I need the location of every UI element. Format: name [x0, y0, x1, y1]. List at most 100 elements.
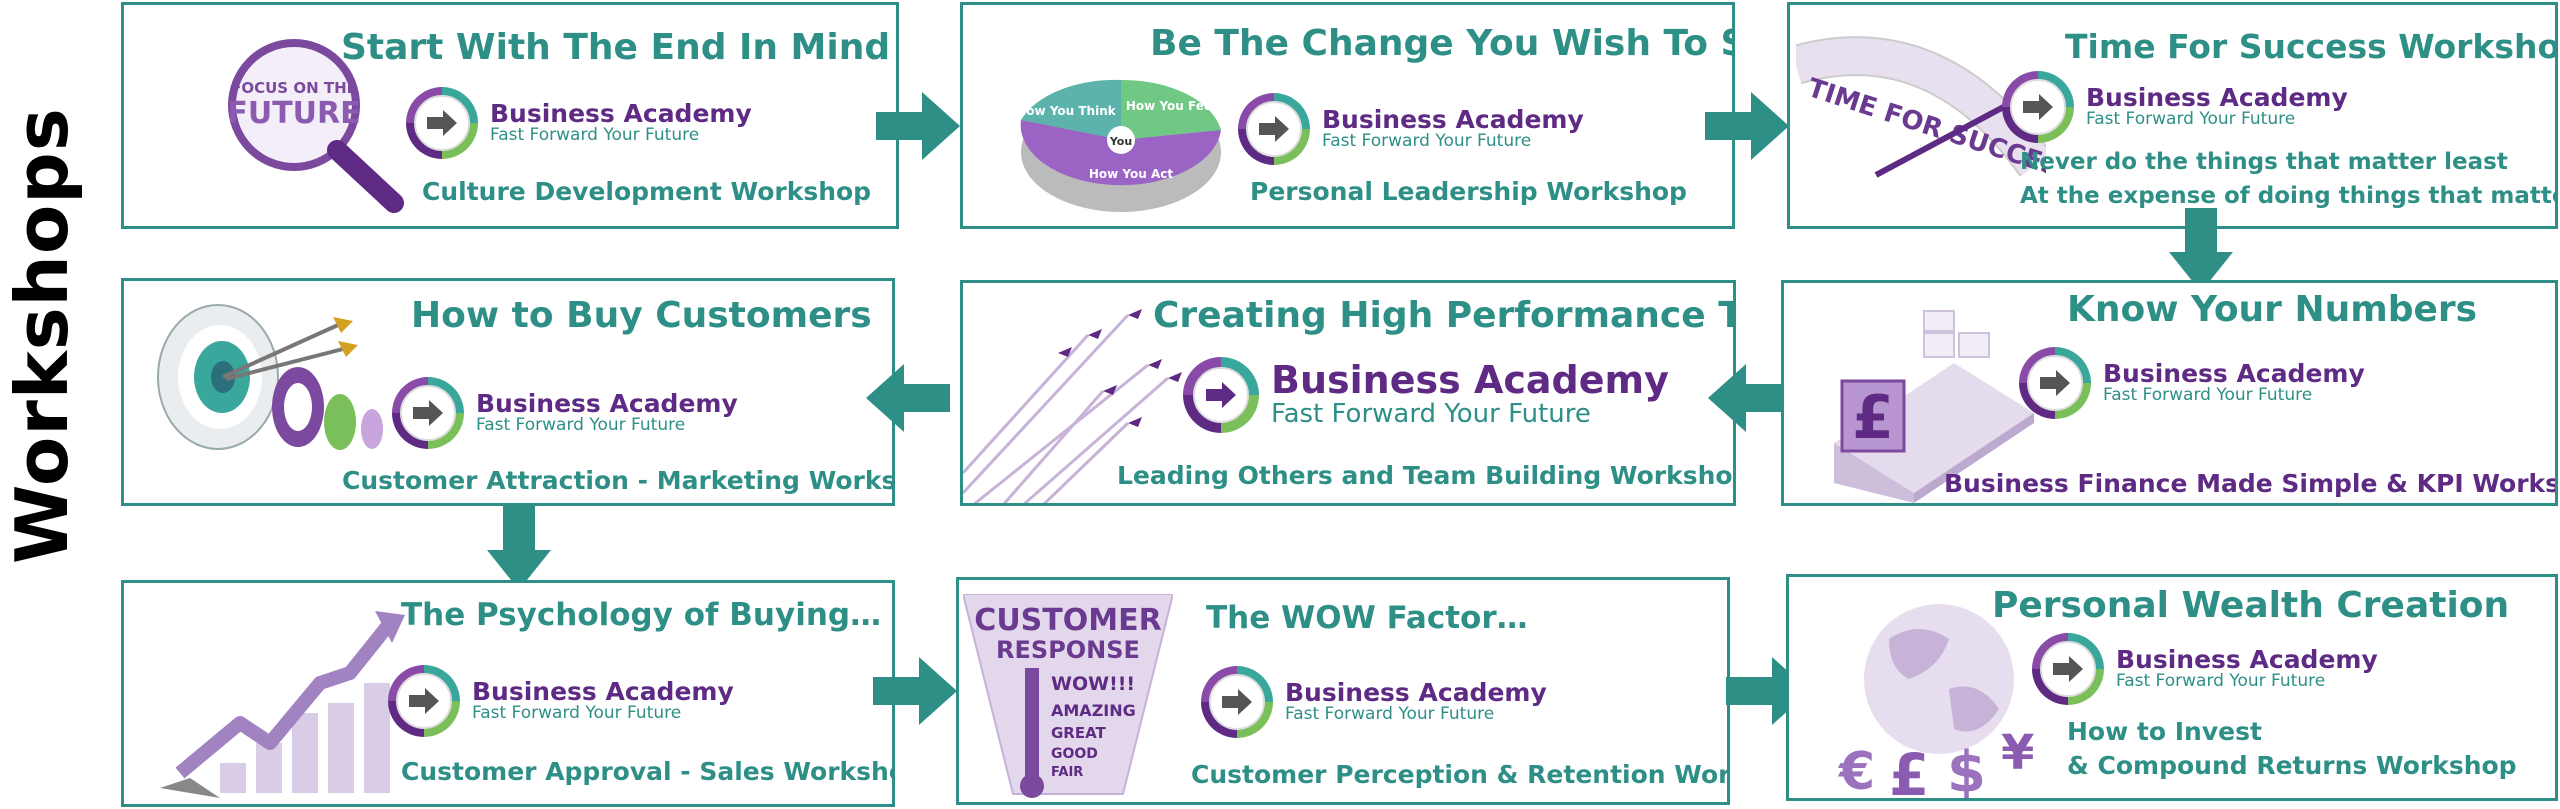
arrow-right-icon	[1206, 382, 1236, 408]
business-academy-logo: Business Academy Fast Forward Your Futur…	[388, 665, 734, 737]
brand-tagline: Fast Forward Your Future	[2116, 671, 2326, 692]
logo-ring	[1201, 666, 1273, 738]
response-title-2: RESPONSE	[996, 636, 1140, 664]
response-amazing: AMAZING	[1051, 701, 1136, 720]
workshop-card-end-in-mind[interactable]: FOCUS ON THE FUTURE Start With The End I…	[121, 2, 899, 229]
workshop-title: Start With The End In Mind	[341, 27, 891, 68]
brand-name: Business Academy	[472, 676, 734, 706]
workshop-subtitle-line-1: Never do the things that matter least	[2020, 149, 2508, 175]
workshop-subtitle-line-2: & Compound Returns Workshop	[2067, 751, 2517, 780]
flow-arrow-left-1	[866, 364, 950, 432]
flow-arrow-right-3	[873, 657, 957, 725]
growth-chart-illustration	[160, 611, 405, 798]
business-academy-logo: Business Academy Fast Forward Your Futur…	[392, 377, 738, 449]
arrow-right-icon	[427, 110, 457, 136]
flow-arrow-down-2	[487, 506, 551, 590]
brand-name: Business Academy	[2103, 358, 2365, 388]
slice-feel: How You Feel	[1126, 99, 1216, 113]
response-title-1: CUSTOMER	[974, 603, 1161, 638]
workshop-subtitle: Business Finance Made Simple & KPI Works…	[1944, 469, 2558, 498]
workshop-subtitle: Customer Attraction - Marketing Workshop	[342, 466, 895, 495]
workshop-title: The Psychology of Buying…	[401, 597, 882, 633]
logo-ring	[1183, 357, 1259, 433]
brand-tagline: Fast Forward Your Future	[1322, 131, 1532, 152]
svg-text:$: $	[1947, 740, 1986, 799]
slice-think: How You Think	[1016, 104, 1116, 118]
brand-tagline: Fast Forward Your Future	[476, 415, 686, 436]
clock-illustration: TIME FOR SUCCESS	[1796, 36, 2046, 189]
workshop-title: Be The Change You Wish To See	[1150, 23, 1735, 64]
brand-name: Business Academy	[476, 388, 738, 418]
response-great: GREAT	[1051, 724, 1107, 742]
customer-response-illustration: CUSTOMER RESPONSE WOW!!! AMAZING GREAT G…	[963, 594, 1173, 798]
svg-text:€: €	[1838, 742, 1875, 799]
side-title: Workshops	[0, 107, 84, 564]
workshop-title: Know Your Numbers	[2067, 289, 2478, 330]
target-illustration	[157, 304, 383, 450]
arrow-right-icon	[409, 688, 439, 714]
brand-name: Business Academy	[490, 98, 752, 128]
arrow-right-icon	[413, 400, 443, 426]
slice-act: How You Act	[1089, 167, 1174, 181]
workshop-card-personal-wealth[interactable]: € £ $ ¥ Personal Wealth Creation Busines…	[1786, 574, 2558, 801]
workshop-subtitle: Leading Others and Team Building Worksho…	[1117, 461, 1736, 490]
flow-arrow-down-1	[2169, 208, 2233, 292]
workshop-card-how-to-buy-customers[interactable]: How to Buy Customers Business Academy Fa…	[121, 278, 895, 506]
logo-ring	[392, 377, 464, 449]
workshop-card-psychology-of-buying[interactable]: The Psychology of Buying… Business Acade…	[121, 580, 895, 807]
magnifier-text-top: FOCUS ON THE	[231, 79, 357, 97]
response-wow: WOW!!!	[1051, 673, 1135, 695]
svg-text:¥: ¥	[2001, 725, 2034, 781]
workshop-card-be-the-change[interactable]: How You Think How You Feel How You Act Y…	[960, 2, 1735, 229]
workshop-subtitle: Culture Development Workshop	[422, 177, 872, 206]
workshop-subtitle-line-1: How to Invest	[2067, 717, 2262, 746]
workshop-subtitle: Customer Approval - Sales Workshop	[401, 757, 895, 786]
workshop-subtitle-line-2: At the expense of doing things that matt…	[2020, 183, 2555, 209]
svg-text:£: £	[1852, 383, 1894, 453]
brand-tagline: Fast Forward Your Future	[2103, 385, 2313, 406]
response-good: GOOD	[1051, 746, 1098, 762]
response-fair: FAIR	[1051, 765, 1083, 780]
business-academy-logo: Business Academy Fast Forward Your Futur…	[1201, 666, 1547, 738]
workshop-card-time-for-success[interactable]: TIME FOR SUCCESS Time For Success Worksh…	[1787, 2, 2558, 229]
flow-arrow-left-2	[1708, 364, 1792, 432]
workshop-card-know-your-numbers[interactable]: £ Know Your Numbers Business Academy Fas…	[1781, 280, 2558, 506]
think-feel-act-illustration: How You Think How You Feel How You Act Y…	[1016, 79, 1221, 212]
business-academy-logo: Business Academy Fast Forward Your Futur…	[1183, 357, 1669, 433]
workshop-card-high-performance-teams[interactable]: Creating High Performance Teams Business…	[960, 280, 1736, 506]
logo-ring	[2032, 633, 2104, 705]
brand-name: Business Academy	[1271, 358, 1669, 403]
logo-ring	[2019, 347, 2091, 419]
flow-arrow-right-1	[876, 92, 960, 160]
workshop-title: Time For Success Workshop	[2065, 27, 2558, 66]
globe-currency-illustration: € £ $ ¥	[1838, 604, 2034, 799]
arrow-right-icon	[2040, 370, 2070, 396]
logo-ring	[406, 87, 478, 159]
workshop-title: Personal Wealth Creation	[1992, 585, 2510, 626]
business-academy-logo: Business Academy Fast Forward Your Futur…	[406, 87, 752, 159]
business-academy-logo: Business Academy Fast Forward Your Futur…	[2032, 633, 2378, 705]
brand-name: Business Academy	[1285, 677, 1547, 707]
magnifier-illustration: FOCUS ON THE FUTURE	[227, 39, 404, 213]
workshop-title: Creating High Performance Teams	[1153, 295, 1736, 336]
arrow-right-icon	[1259, 116, 1289, 142]
flow-arrow-right-2	[1705, 92, 1789, 160]
puzzle-pound-illustration: £	[1834, 310, 2034, 503]
workshop-subtitle: Personal Leadership Workshop	[1250, 177, 1687, 206]
logo-ring	[388, 665, 460, 737]
workshop-card-wow-factor[interactable]: CUSTOMER RESPONSE WOW!!! AMAZING GREAT G…	[956, 577, 1730, 805]
business-academy-logo: Business Academy Fast Forward Your Futur…	[2019, 347, 2365, 419]
brand-name: Business Academy	[1322, 104, 1584, 134]
arrow-right-icon	[2023, 94, 2053, 120]
brand-tagline: Fast Forward Your Future	[2086, 109, 2296, 130]
brand-name: Business Academy	[2116, 644, 2378, 674]
workshop-subtitle: Customer Perception & Retention Workshop	[1191, 760, 1730, 789]
business-academy-logo: Business Academy Fast Forward Your Futur…	[1238, 93, 1584, 165]
brand-tagline: Fast Forward Your Future	[1285, 704, 1495, 725]
brand-tagline: Fast Forward Your Future	[490, 125, 700, 146]
arrow-right-icon	[2053, 656, 2083, 682]
workshop-title: How to Buy Customers	[411, 295, 872, 336]
business-academy-logo: Business Academy Fast Forward Your Futur…	[2002, 71, 2348, 143]
brand-tagline: Fast Forward Your Future	[472, 703, 682, 724]
logo-ring	[1238, 93, 1310, 165]
